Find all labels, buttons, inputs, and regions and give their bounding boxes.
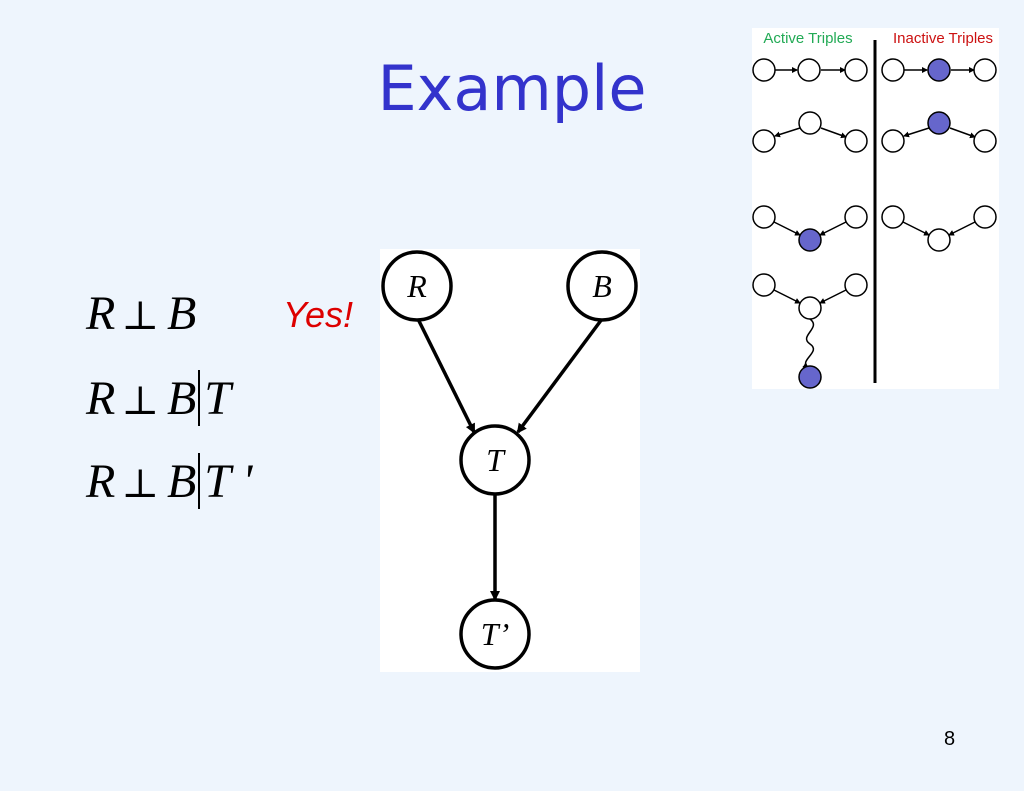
inactive-causal-chain (881, 58, 997, 82)
node-t: T (459, 424, 531, 496)
node-t-prime: T’ (459, 598, 531, 670)
statement-2-left: R (86, 372, 116, 425)
inactive-triples-header: Inactive Triples (893, 30, 993, 47)
statement-3-given: T ' (204, 455, 253, 508)
statement-1: R⊥B (86, 290, 196, 340)
triples-reference-panel: Active Triples Inactive Triples (752, 28, 999, 389)
edge-r-to-t (416, 318, 476, 434)
statement-1-symbol: ⊥ (121, 293, 159, 338)
statement-2-right: B (166, 372, 197, 425)
statement-1-answer: Yes! (283, 294, 354, 335)
node-b: B (566, 250, 638, 322)
node-r-label: R (406, 268, 427, 304)
active-causal-chain (752, 58, 868, 82)
triples-svg: Active Triples Inactive Triples (752, 30, 997, 389)
node-b-label: B (592, 268, 612, 304)
bayes-net-diagram: R B T T’ (380, 249, 640, 672)
inactive-common-cause (881, 111, 997, 153)
node-t-prime-label: T’ (481, 616, 509, 652)
inactive-common-effect (881, 205, 997, 252)
active-triples-header: Active Triples (763, 30, 852, 47)
active-descendant-observed (752, 273, 868, 389)
page-number: 8 (944, 728, 956, 750)
node-t-label: T (486, 442, 506, 478)
active-common-effect (752, 205, 868, 252)
statement-1-right: B (166, 287, 197, 340)
edge-b-to-t (516, 317, 604, 434)
statement-2-symbol: ⊥ (121, 378, 159, 423)
statement-3-left: R (86, 455, 116, 508)
node-r: R (381, 250, 453, 322)
statement-3-symbol: ⊥ (121, 461, 159, 506)
given-bar (198, 453, 201, 509)
statement-1-left: R (86, 287, 116, 340)
slide-title: Example (377, 52, 647, 125)
statement-3-right: B (166, 455, 197, 508)
active-common-cause (752, 111, 868, 153)
given-bar (198, 370, 201, 426)
bayes-net-svg: R B T T’ (381, 250, 638, 670)
statement-2-given: T (204, 372, 231, 425)
